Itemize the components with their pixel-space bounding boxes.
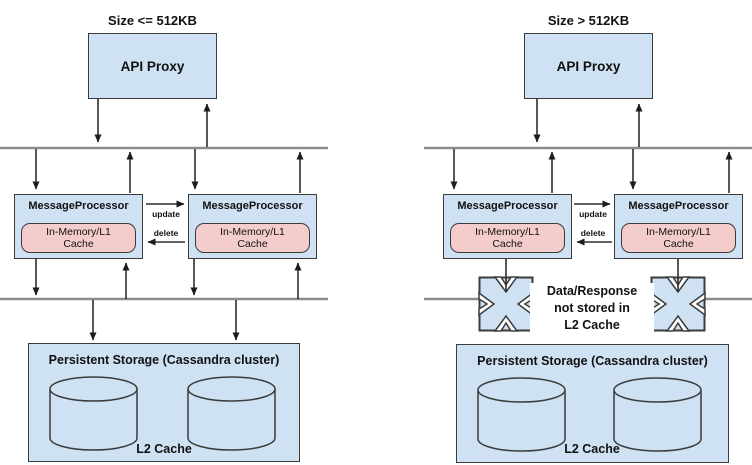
blocked-note: Data/Response not stored in L2 Cache (530, 283, 654, 334)
left-diagram-title: Size <= 512KB (108, 13, 197, 28)
api-proxy-box-right: API Proxy (524, 33, 653, 99)
persistent-storage-title: Persistent Storage (Cassandra cluster) (48, 353, 280, 367)
message-processor-box-left-2: MessageProcessor In-Memory/L1 Cache (188, 194, 317, 259)
api-proxy-label-left: API Proxy (120, 58, 185, 74)
update-arrow-label-right: update (579, 209, 607, 219)
update-arrow-label-left: update (152, 209, 180, 219)
api-proxy-label-right: API Proxy (556, 58, 621, 74)
blocked-path-x-icon (651, 277, 705, 331)
message-processor-label: MessageProcessor (28, 200, 129, 212)
right-diagram-title: Size > 512KB (547, 13, 630, 28)
l1-cache-box: In-Memory/L1 Cache (450, 223, 565, 253)
blocked-path-x-icon (479, 277, 533, 331)
l2-cache-label-right: L2 Cache (564, 442, 620, 456)
l1-cache-box: In-Memory/L1 Cache (21, 223, 136, 253)
message-processor-box-right-2: MessageProcessor In-Memory/L1 Cache (614, 194, 743, 259)
message-processor-label: MessageProcessor (628, 200, 729, 212)
api-proxy-box-left: API Proxy (88, 33, 217, 99)
delete-arrow-label-right: delete (580, 228, 606, 238)
message-processor-label: MessageProcessor (457, 200, 558, 212)
persistent-storage-title: Persistent Storage (Cassandra cluster) (477, 354, 708, 368)
message-processor-box-left-1: MessageProcessor In-Memory/L1 Cache (14, 194, 143, 259)
delete-arrow-label-left: delete (153, 228, 179, 238)
l1-cache-box: In-Memory/L1 Cache (621, 223, 736, 253)
message-processor-label: MessageProcessor (202, 200, 303, 212)
l1-cache-box: In-Memory/L1 Cache (195, 223, 310, 253)
message-processor-box-right-1: MessageProcessor In-Memory/L1 Cache (443, 194, 572, 259)
l2-cache-label-left: L2 Cache (136, 442, 192, 456)
